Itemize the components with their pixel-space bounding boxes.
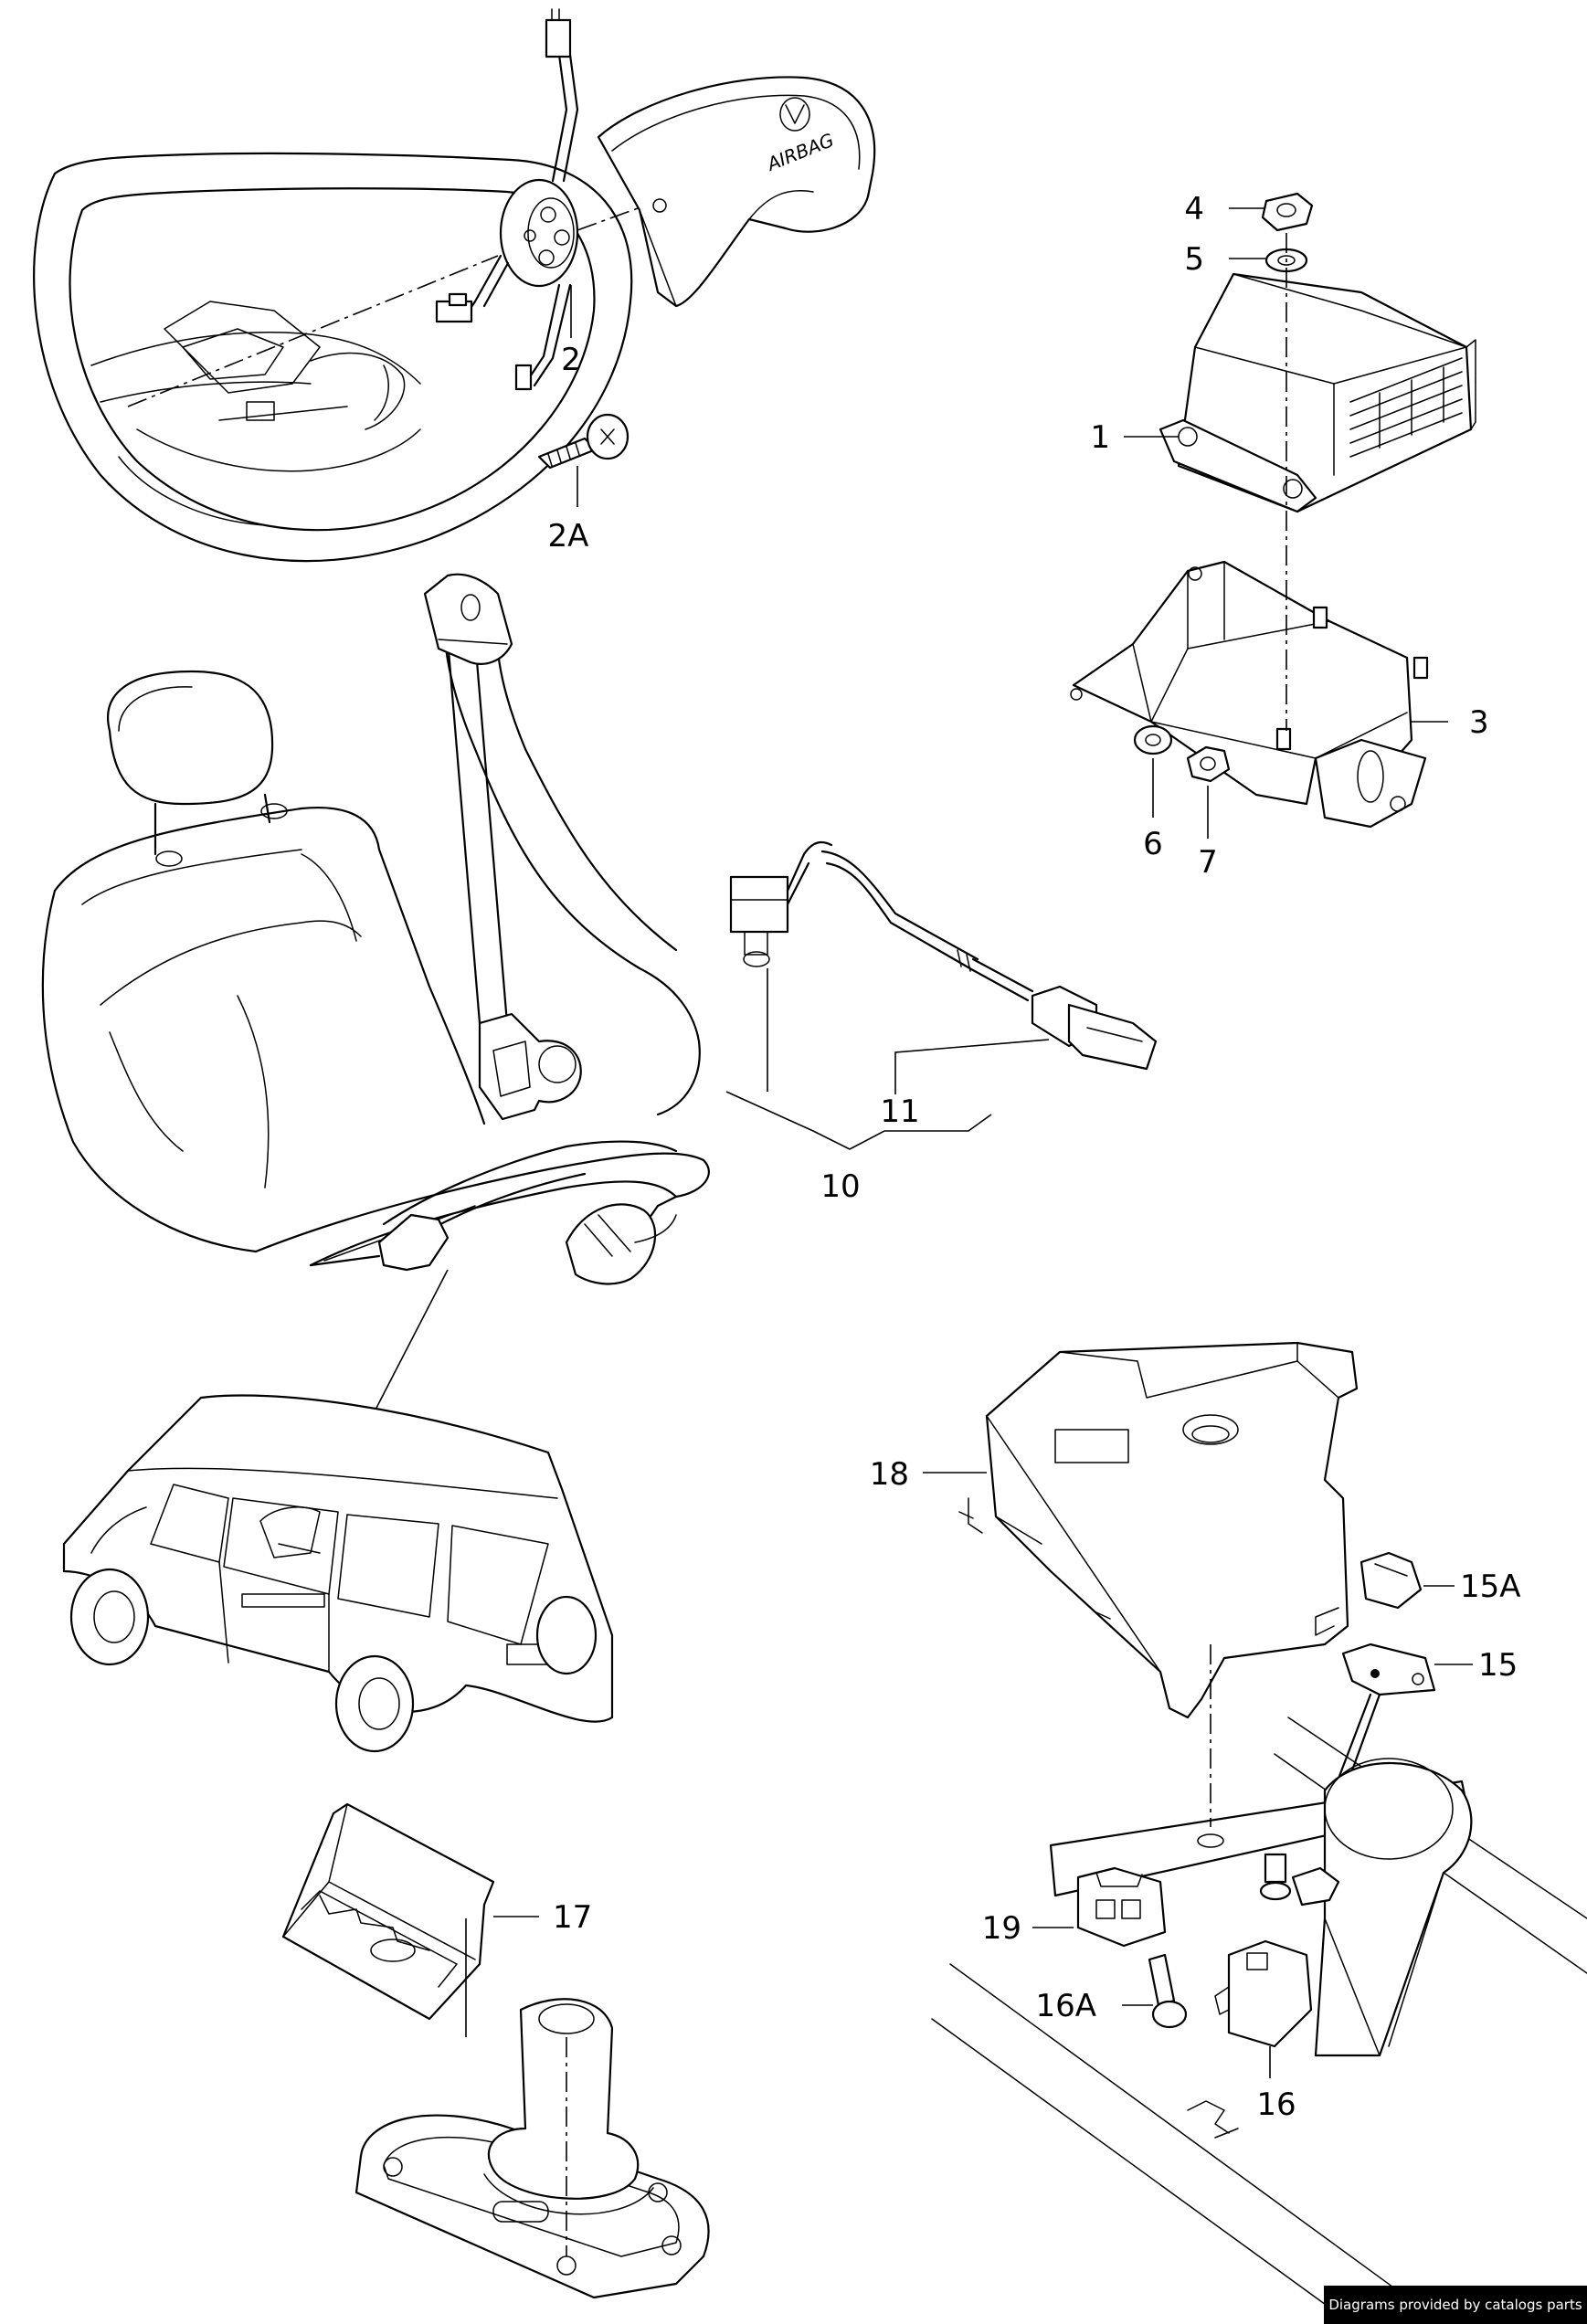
van-illustration bbox=[62, 1394, 614, 1753]
callout-10: 10 bbox=[820, 1168, 860, 1205]
callout-7: 7 bbox=[1198, 844, 1218, 881]
callout-2a: 2A bbox=[548, 518, 589, 555]
control-unit bbox=[1070, 192, 1476, 829]
callout-labels: 4 5 1 3 6 7 2 2A 11 10 18 15A 15 19 16A … bbox=[548, 191, 1521, 2123]
callout-19: 19 bbox=[982, 1910, 1021, 1947]
callout-2: 2 bbox=[561, 342, 581, 378]
leader-lines bbox=[493, 207, 1473, 2078]
steering-wheel bbox=[33, 152, 633, 563]
callout-15: 15 bbox=[1478, 1647, 1518, 1684]
clock-spring bbox=[127, 8, 659, 407]
screw-2a bbox=[537, 413, 630, 507]
callout-3: 3 bbox=[1469, 704, 1489, 741]
sensor-cover-assembly bbox=[931, 1341, 1587, 2324]
callout-5: 5 bbox=[1184, 241, 1204, 278]
credit-banner: Diagrams provided by catalogs parts bbox=[1324, 2286, 1587, 2324]
callout-16: 16 bbox=[1256, 2086, 1296, 2123]
callout-11: 11 bbox=[880, 1093, 919, 1130]
callout-16a: 16A bbox=[1035, 1988, 1096, 2024]
callout-15a: 15A bbox=[1460, 1569, 1521, 1605]
callout-4: 4 bbox=[1184, 191, 1204, 227]
callout-6: 6 bbox=[1143, 826, 1163, 862]
airbag-module: AIRBAG bbox=[597, 76, 876, 308]
callout-18: 18 bbox=[870, 1456, 909, 1493]
callout-17: 17 bbox=[553, 1899, 592, 1936]
belt-switch-harness bbox=[725, 840, 1158, 1150]
gear-selector-cover bbox=[281, 1802, 710, 2299]
callout-1: 1 bbox=[1090, 419, 1110, 456]
seat-with-belt bbox=[41, 573, 710, 1554]
